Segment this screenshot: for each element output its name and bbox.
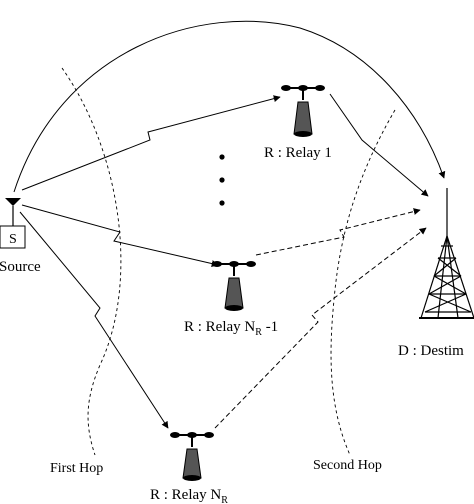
source-box — [0, 225, 26, 249]
relay-ellipsis — [219, 154, 225, 206]
first-hop-label: First Hop — [50, 461, 103, 476]
second-hop-label: Second Hop — [313, 458, 382, 473]
second-hop-boundary — [330, 109, 396, 456]
hop1-link-relay-nr — [19, 211, 169, 429]
relay-nr-1-label: R : Relay NR -1 — [184, 319, 278, 338]
relay-nr-icon — [170, 432, 214, 481]
source-box-letter: S — [9, 232, 17, 247]
relay-nr-label: R : Relay NR — [150, 487, 228, 504]
hop1-link-relay1 — [21, 95, 281, 191]
first-hop-boundary — [61, 67, 122, 456]
relay-nr-1-icon — [212, 261, 256, 311]
relay-1-icon — [281, 85, 325, 137]
hop2-link-relay1 — [329, 93, 429, 197]
hop1-link-relay-nr-1 — [21, 204, 219, 267]
destination-label: D : Destim — [398, 343, 464, 359]
relay-1-label: R : Relay 1 — [264, 145, 332, 161]
source-node: S Source — [0, 198, 41, 275]
hop2-link-relay-nr-1 — [255, 208, 421, 256]
direct-link-arc — [13, 20, 446, 193]
hop2-link-relay-nr — [214, 227, 427, 429]
destination-tower-icon — [419, 188, 474, 319]
source-label: Source — [0, 259, 41, 275]
source-antenna-icon — [5, 198, 21, 226]
